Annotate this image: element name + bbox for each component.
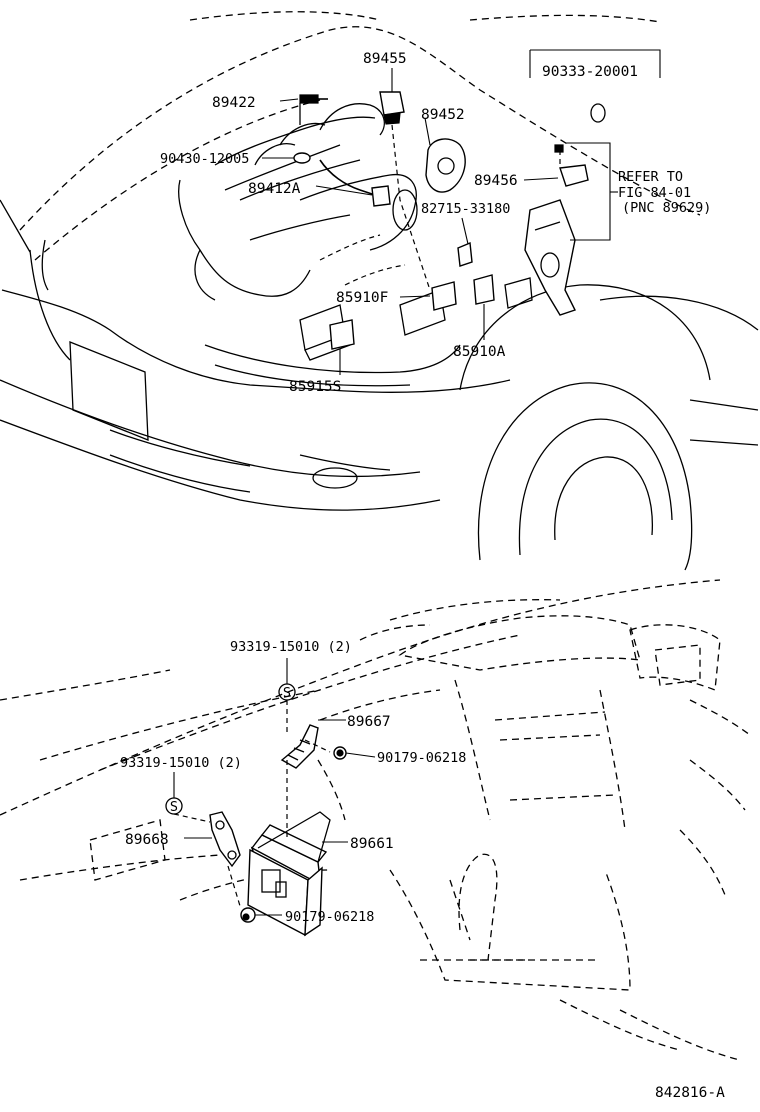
svg-text:S: S	[170, 799, 178, 815]
label-89422: 89422	[212, 95, 256, 111]
part-85915s-relay	[329, 319, 355, 350]
label-89456: 89456	[474, 173, 518, 189]
dashboard-illustration	[0, 579, 751, 1061]
part-90179-nut-lower	[240, 907, 256, 923]
leader-lines-top	[262, 49, 661, 375]
part-85910f-relay	[431, 281, 457, 311]
part-82715-clamp	[457, 241, 473, 267]
refer-line-3: (PNC 89629)	[622, 200, 711, 216]
part-89668-bracket	[209, 811, 241, 868]
figure-id: 842816-A	[655, 1085, 725, 1101]
svg-text:S: S	[283, 685, 291, 701]
label-93319-lower: 93319-15010 (2)	[120, 755, 242, 771]
label-82715: 82715-33180	[421, 201, 510, 217]
label-85910a: 85910A	[453, 344, 506, 360]
part-90179-nut-upper	[333, 746, 347, 760]
part-89412a-harness	[319, 159, 391, 207]
label-90179-upper: 90179-06218	[377, 750, 466, 766]
part-89667-bracket	[280, 724, 319, 769]
label-89455: 89455	[363, 51, 407, 67]
part-89456-sensor	[554, 144, 589, 187]
label-89412a: 89412A	[248, 181, 301, 197]
part-89455-sensor	[379, 91, 405, 125]
part-90430-gasket	[293, 152, 311, 164]
label-90333: 90333-20001	[542, 64, 638, 80]
part-89452-sensor	[425, 138, 466, 193]
label-85910f: 85910F	[336, 290, 388, 306]
label-93319-upper: 93319-15010 (2)	[230, 639, 352, 655]
engine-bay-illustration	[0, 11, 759, 571]
part-89422-sensor	[299, 94, 328, 125]
part-labels: 89455 90333-20001 89422 89452 90430-1200…	[120, 51, 725, 1101]
screw-symbol-s-upper: S	[278, 683, 296, 701]
label-90430: 90430-12005	[160, 151, 249, 167]
part-90333-oring	[590, 103, 606, 123]
refer-line-1: REFER TO	[618, 169, 683, 185]
label-89667: 89667	[347, 714, 391, 730]
label-89661: 89661	[350, 836, 394, 852]
label-85915s: 85915S	[289, 379, 341, 395]
refer-line-2: FIG 84-01	[618, 185, 691, 201]
part-85910a-relay	[473, 274, 495, 305]
leader-lines-bottom	[173, 658, 376, 916]
screw-symbol-s-lower: S	[165, 797, 183, 815]
part-89661-ecu	[247, 811, 331, 937]
label-89452: 89452	[421, 107, 465, 123]
label-89668: 89668	[125, 832, 169, 848]
label-90179-lower: 90179-06218	[285, 909, 374, 925]
